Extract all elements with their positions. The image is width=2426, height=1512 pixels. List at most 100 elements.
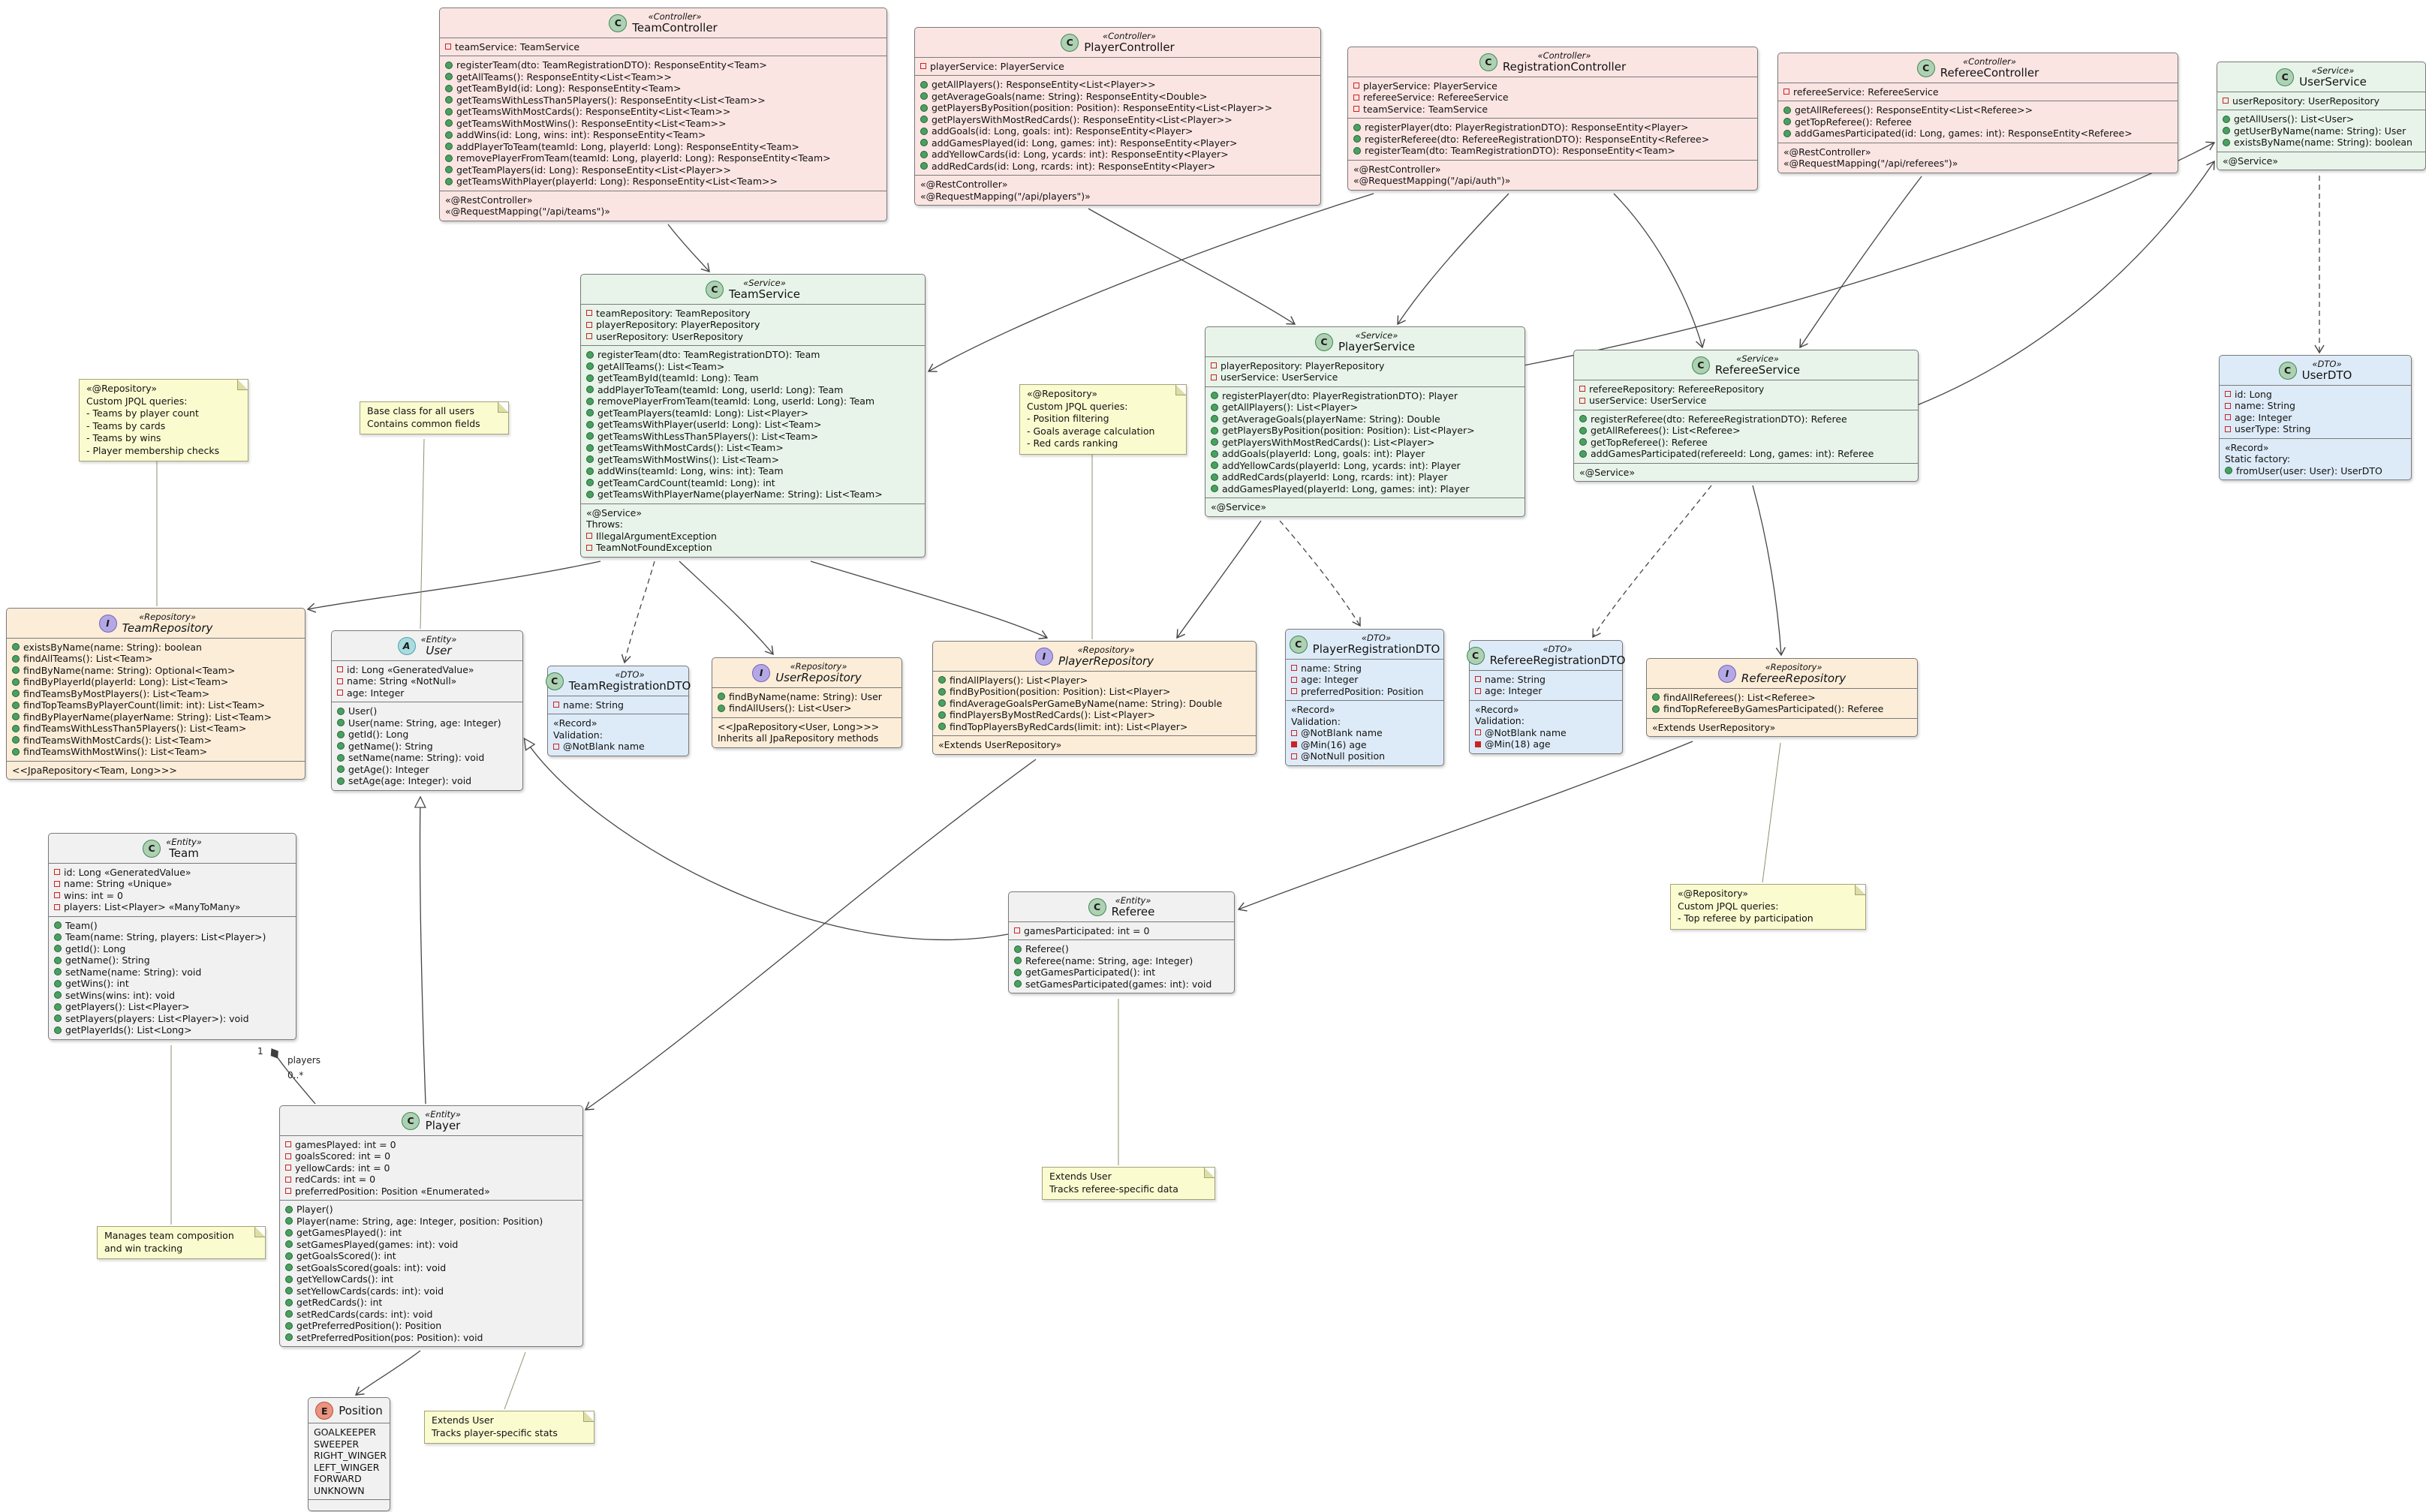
member-row: redCards: int = 0 — [285, 1174, 577, 1186]
method-marker — [337, 742, 345, 750]
member-text: setName(name: String): void — [65, 966, 202, 978]
member-text: «Record» — [1475, 703, 1519, 715]
member-text: getTeamsWithMostWins(): List<Team> — [597, 453, 780, 465]
class-title-text: «Entity»User — [421, 635, 457, 657]
field-marker — [553, 702, 559, 708]
member-text: FORWARD — [314, 1473, 362, 1484]
member-text: «Record» — [2225, 441, 2269, 453]
class-name: TeamRepository — [122, 621, 213, 635]
member-text: teamService: TeamService — [455, 41, 580, 53]
class-name: Position — [339, 1403, 383, 1417]
class-title-text: «Entity»Player — [425, 1110, 461, 1132]
class-section: <<JpaRepository<User, Long>>>Inherits al… — [712, 717, 901, 747]
class-stereotype: «DTO» — [2312, 359, 2342, 369]
class-section: findAllReferees(): List<Referee>findTopR… — [1647, 687, 1917, 718]
member-row: addYellowCards(id: Long, ycards: int): R… — [920, 149, 1315, 161]
member-row: userService: UserService — [1211, 371, 1519, 383]
method-marker — [1353, 135, 1361, 143]
member-row: registerTeam(dto: TeamRegistrationDTO): … — [445, 59, 881, 71]
member-row: getTeamById(teamId: Long): Team — [586, 372, 920, 384]
member-row: refereeService: RefereeService — [1783, 86, 2172, 98]
class-title-text: «DTO»PlayerRegistrationDTO — [1313, 633, 1440, 656]
edge-refereeservice-userservice — [1916, 160, 2215, 406]
member-row: registerTeam(dto: TeamRegistrationDTO): … — [586, 349, 920, 361]
method-marker — [920, 150, 928, 158]
class-icon: C — [1479, 53, 1497, 71]
member-text: addGamesParticipated(id: Long, games: in… — [1795, 128, 2133, 140]
class-title: C«DTO»UserDTO — [2220, 356, 2411, 385]
method-marker — [445, 154, 453, 162]
note-fold-icon — [498, 402, 508, 413]
method-marker — [586, 397, 594, 405]
member-text: «@RequestMapping("/api/players")» — [920, 190, 1091, 202]
member-text: «Record» — [553, 717, 597, 729]
member-text: findByPosition(position: Position): List… — [950, 686, 1171, 698]
member-row: addRedCards(playerId: Long, rcards: int)… — [1211, 471, 1519, 483]
member-text: findAverageGoalsPerGameByName(name: Stri… — [950, 697, 1223, 709]
field-marker — [1211, 362, 1217, 369]
method-marker — [445, 73, 453, 81]
class-stereotype: «Service» — [2311, 65, 2355, 76]
method-marker — [54, 933, 62, 941]
member-row: getGoalsScored(): int — [285, 1250, 577, 1262]
class-icon: C — [1289, 635, 1308, 654]
note-fold-icon — [254, 1227, 265, 1237]
class-section: gamesParticipated: int = 0 — [1009, 921, 1234, 940]
class-title: C«DTO»TeamRegistrationDTO — [545, 666, 691, 696]
member-row: registerPlayer(dto: PlayerRegistrationDT… — [1211, 390, 1519, 402]
field-marker — [285, 1165, 291, 1171]
class-title: C«Service»PlayerService — [1205, 327, 1525, 356]
member-row: getTopReferee(): Referee — [1783, 116, 2172, 128]
member-row: getAllTeams(): List<Team> — [586, 361, 920, 373]
member-text: userRepository: UserRepository — [2232, 95, 2379, 107]
member-row: User() — [337, 705, 517, 717]
class-section: registerTeam(dto: TeamRegistrationDTO): … — [581, 345, 925, 503]
member-row: <<JpaRepository<User, Long>>> — [718, 721, 896, 733]
class-section: «@Service» — [1574, 462, 1918, 482]
member-row: @Min(16) age — [1291, 739, 1438, 751]
class-section: registerPlayer(dto: PlayerRegistrationDT… — [1348, 118, 1757, 160]
member-text: removePlayerFromTeam(teamId: Long, userI… — [597, 395, 875, 407]
note-line: «@Repository» — [1678, 888, 1749, 899]
field-marker — [285, 1153, 291, 1159]
member-text: getTeamPlayers(id: Long): ResponseEntity… — [456, 164, 731, 176]
class-icon: C — [1691, 356, 1710, 374]
member-row: existsByName(name: String): boolean — [12, 642, 299, 654]
member-text: registerTeam(dto: TeamRegistrationDTO): … — [1365, 145, 1675, 157]
role-label-players: players — [287, 1055, 321, 1066]
note-player-repository: «@Repository»Custom JPQL queries:- Posit… — [1019, 384, 1187, 455]
member-row: teamRepository: TeamRepository — [586, 308, 920, 320]
member-row: removePlayerFromTeam(teamId: Long, userI… — [586, 395, 920, 407]
note-line: - Red cards ranking — [1027, 437, 1118, 449]
member-text: registerReferee(dto: RefereeRegistration… — [1365, 133, 1710, 145]
member-row: Player(name: String, age: Integer, posit… — [285, 1216, 577, 1228]
method-marker — [1014, 980, 1022, 988]
member-text: getAllReferees(): List<Referee> — [1591, 425, 1741, 437]
method-marker — [337, 777, 345, 785]
class-title-text: «Repository»PlayerRepository — [1058, 645, 1154, 668]
class-title-text: «Repository»RefereeRepository — [1741, 663, 1846, 685]
member-text: setWins(wins: int): void — [65, 989, 176, 1001]
member-text: «@RequestMapping("/api/teams")» — [445, 206, 610, 218]
member-row: getPlayersWithMostRedCards(): List<Playe… — [1211, 437, 1519, 449]
annotation-marker — [1475, 741, 1481, 747]
member-row: getTeamsWithLessThan5Players(): Response… — [445, 95, 881, 107]
note-team-repository: «@Repository»Custom JPQL queries:- Teams… — [79, 379, 248, 461]
class-title-text: «Controller»RegistrationController — [1503, 51, 1626, 74]
class-section: Player()Player(name: String, age: Intege… — [280, 1200, 582, 1346]
edge-refereecontroller-refereeservice — [1799, 176, 1922, 349]
member-row: addYellowCards(playerId: Long, ycards: i… — [1211, 460, 1519, 472]
method-marker — [12, 666, 20, 675]
method-marker — [12, 736, 20, 744]
method-marker — [920, 116, 928, 124]
member-row: Throws: — [586, 519, 920, 531]
member-row: addWins(id: Long, wins: int): ResponseEn… — [445, 129, 881, 141]
method-marker — [54, 991, 62, 999]
class-stereotype: «Entity» — [420, 634, 457, 645]
method-marker — [12, 713, 20, 721]
method-marker — [1652, 693, 1660, 702]
